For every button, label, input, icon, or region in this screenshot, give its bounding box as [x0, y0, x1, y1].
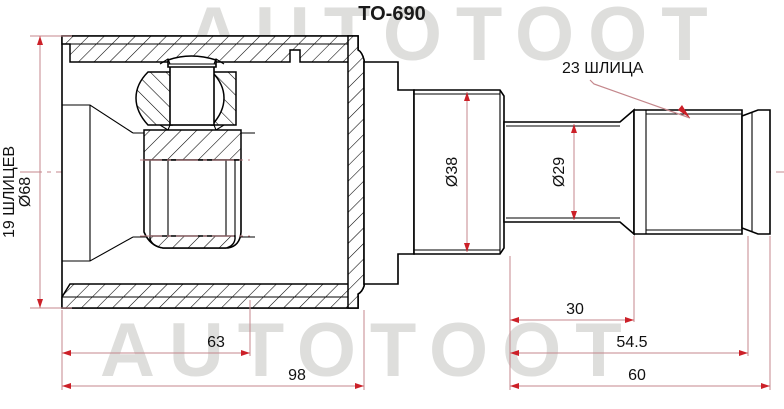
dimension-group-bottom-left: 63 98: [61, 300, 365, 390]
shaft-section-29: [503, 108, 635, 236]
watermark-bottom: AUTOTOOT: [100, 308, 636, 393]
page-title: TO-690: [358, 3, 425, 25]
retaining-ring-groove: [741, 109, 771, 235]
housing-right-wall-hatch: [347, 35, 365, 309]
housing-bottom-wall-hatch: [61, 283, 365, 309]
shaft-splined-end: [633, 109, 743, 235]
boot-groove-neck: [363, 61, 415, 285]
spline-callout-right: 23 ШЛИЦА: [562, 60, 691, 119]
dimension-label-38: Ø38: [444, 157, 461, 187]
dimension-label-30: 30: [566, 301, 584, 318]
spline-bore-bottom-hatch: [149, 235, 236, 249]
dimension-group-bottom-right: 30 54.5 60: [509, 236, 771, 390]
spline-count-left-label: 19 ШЛИЦЕВ: [1, 146, 18, 238]
roller-left: [135, 71, 173, 126]
spline-leader-line: [589, 79, 691, 119]
dimension-diameter-38: Ø38: [444, 92, 470, 252]
spline-count-right-label: 23 ШЛИЦА: [562, 60, 644, 77]
trunnion-cap: [167, 55, 217, 68]
retainer-clip-top-right: [213, 58, 225, 65]
spider-trunnion-body: [169, 63, 215, 126]
dimension-label-63: 63: [207, 334, 225, 351]
dimension-label-29: Ø29: [551, 157, 568, 187]
dimension-diameter-68: Ø68 19 ШЛИЦЕВ: [1, 35, 72, 309]
dimension-label-68: Ø68: [17, 177, 34, 207]
dimension-diameter-29: Ø29: [551, 124, 577, 220]
tripod-roller-assembly: [135, 55, 250, 249]
spline-leader-arrow: [678, 105, 690, 118]
spider-hub-hatch: [143, 129, 242, 161]
retainer-clip-top-left: [159, 58, 171, 65]
dimension-label-60: 60: [628, 367, 646, 384]
output-shaft: [413, 89, 771, 255]
neck-collar: [363, 61, 415, 285]
dimension-label-98: 98: [288, 367, 306, 384]
housing-top-wall-hatch: [61, 35, 365, 63]
dimension-label-54-5: 54.5: [616, 334, 647, 351]
